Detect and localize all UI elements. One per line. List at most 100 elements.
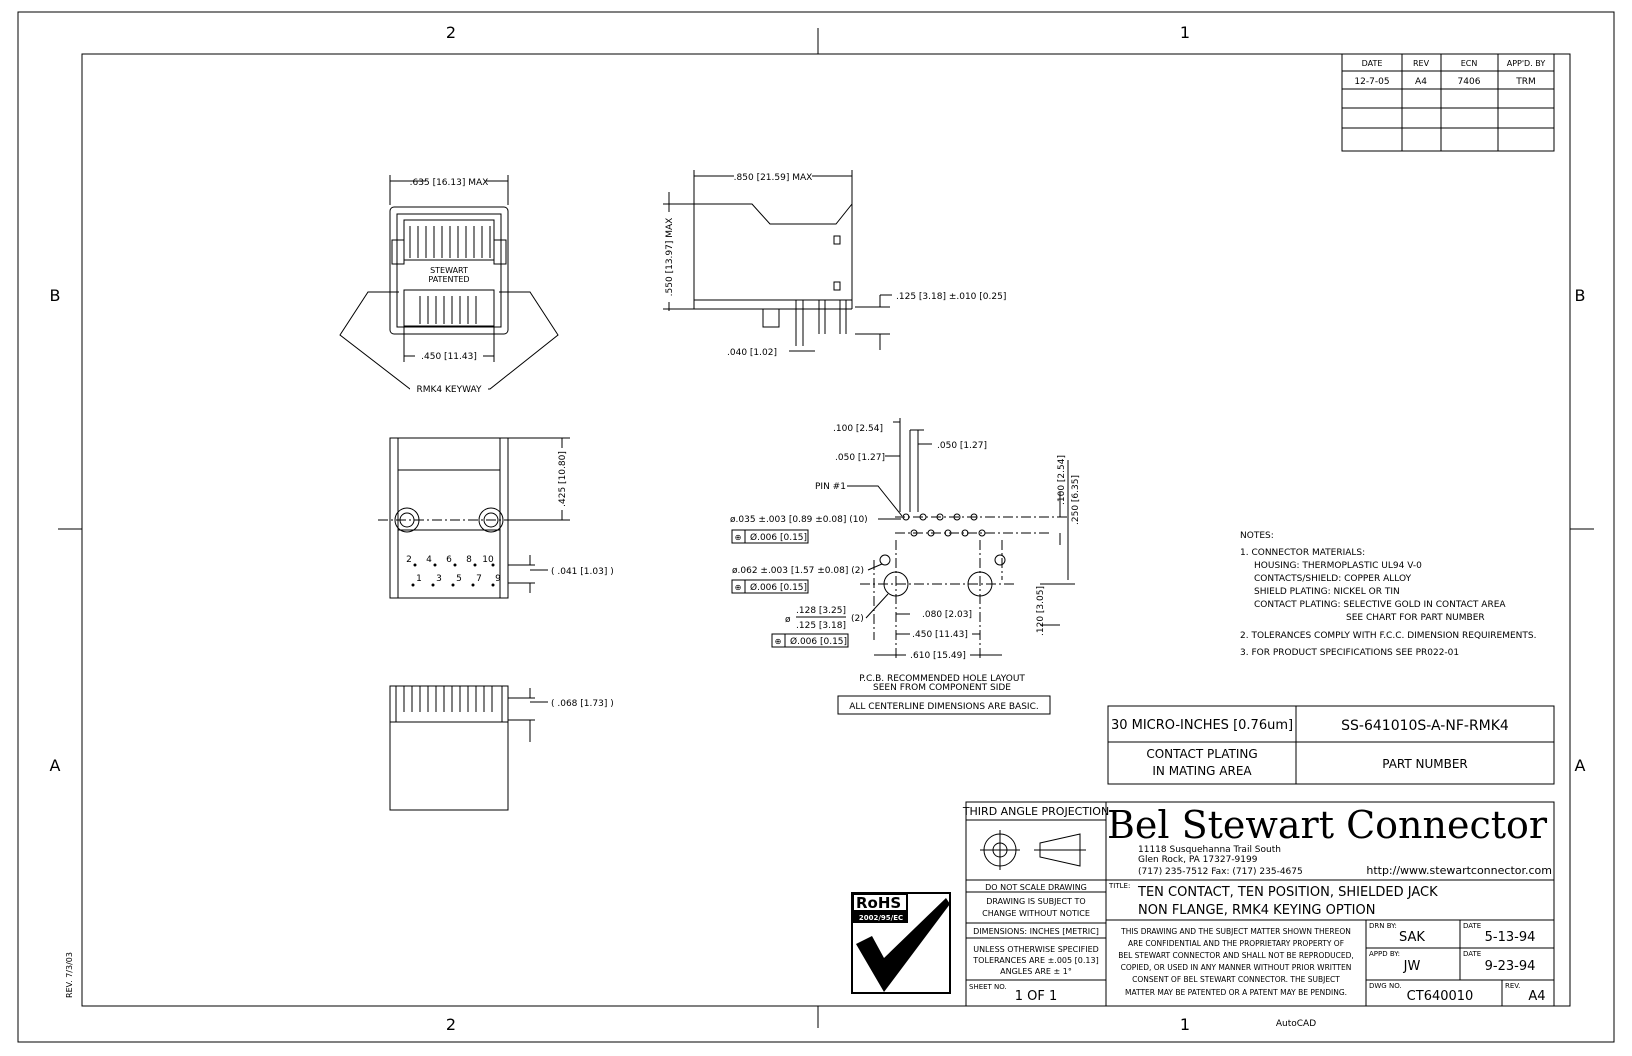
side-pin-length-dim: .125 [3.18] ±.010 [0.25] xyxy=(896,292,1006,302)
side-length-dim: .850 [21.59] MAX xyxy=(734,173,813,183)
confidential-line-4: COPIED, OR USED IN ANY MANNER WITHOUT PR… xyxy=(1121,963,1352,972)
plating-value: 30 MICRO-INCHES [0.76um] xyxy=(1111,718,1293,733)
pcb-peg-spec: ø.062 ±.003 [1.57 ±0.08] (2) xyxy=(732,566,864,576)
top-view: ( .068 [1.73] ) xyxy=(389,685,614,811)
pcb-boss-prefix: ø xyxy=(785,615,791,625)
pcb-row-spacing: .100 [2.54] xyxy=(1057,455,1067,505)
part-number-label: PART NUMBER xyxy=(1382,757,1468,771)
zone-label-left-b: B xyxy=(50,286,61,305)
company-website: http://www.stewartconnector.com xyxy=(1366,864,1552,877)
note-line-8: 3. FOR PRODUCT SPECIFICATIONS SEE PR022-… xyxy=(1240,648,1459,658)
company-phone: (717) 235-7512 Fax: (717) 235-4675 xyxy=(1138,867,1303,877)
checkmark-icon xyxy=(856,898,950,992)
pcb-tol-1: Ø.006 [0.15] xyxy=(750,532,807,543)
rev-cell-ecn: 7406 xyxy=(1458,77,1481,87)
side-view: .850 [21.59] MAX .550 [13.97] MAX .125 [… xyxy=(662,169,1006,358)
pcb-hole-layout: .100 [2.54] .050 [1.27] .050 [1.27] PIN … xyxy=(730,418,1081,715)
part-number-value: SS-641010S-A-NF-RMK4 xyxy=(1341,718,1509,734)
pcb-caption-1: P.C.B. RECOMMENDED HOLE LAYOUT xyxy=(859,674,1025,684)
company-address-2: Glen Rock, PA 17327-9199 xyxy=(1138,855,1258,865)
svg-text:⊕: ⊕ xyxy=(735,533,742,542)
note-line-5: CONTACT PLATING: SELECTIVE GOLD IN CONTA… xyxy=(1254,600,1506,610)
pcb-pitch-050-right: .050 [1.27] xyxy=(937,441,987,451)
zone-label-top-1: 1 xyxy=(1180,23,1190,42)
note-line-3: CONTACTS/SHIELD: COPPER ALLOY xyxy=(1254,574,1412,584)
confidential-line-5: CONSENT OF BEL STEWART CONNECTOR. THE SU… xyxy=(1132,975,1340,984)
pin-label-8: 8 xyxy=(466,555,472,565)
subject-change-1: DRAWING IS SUBJECT TO xyxy=(986,897,1085,906)
side-pin-offset-dim: .040 [1.02] xyxy=(727,348,777,358)
approved-date-value: 9-23-94 xyxy=(1485,959,1536,974)
zone-label-right-a: A xyxy=(1575,756,1586,775)
notes-heading: NOTES: xyxy=(1240,531,1274,541)
sheet-value: 1 OF 1 xyxy=(1015,989,1058,1004)
zone-label-left-a: A xyxy=(50,756,61,775)
pcb-dim-610: .610 [15.49] xyxy=(910,651,966,661)
zone-label-right-b: B xyxy=(1575,286,1586,305)
outer-border xyxy=(17,11,1615,1043)
projection-symbol-icon xyxy=(980,830,1086,870)
pcb-dim-080: .080 [2.03] xyxy=(922,610,972,620)
rev-label: REV. xyxy=(1505,982,1520,990)
pin1-label: PIN #1 xyxy=(815,482,846,492)
company-address-1: 11118 Susquehanna Trail South xyxy=(1138,845,1281,855)
rev-cell-rev: A4 xyxy=(1415,77,1427,87)
pin-label-6: 6 xyxy=(446,555,452,565)
rev-header-rev: REV xyxy=(1413,59,1430,68)
rev-header-approved: APP'D. BY xyxy=(1507,59,1546,68)
side-height-dim: .550 [13.97] MAX xyxy=(665,218,675,297)
front-marking-patented: PATENTED xyxy=(428,275,469,284)
note-line-1: 1. CONNECTOR MATERIALS: xyxy=(1240,548,1365,558)
dwg-value: CT640010 xyxy=(1407,989,1474,1004)
drawn-by-label: DRN BY: xyxy=(1369,922,1397,930)
note-line-4: SHIELD PLATING: NICKEL OR TIN xyxy=(1254,587,1400,597)
title-block: THIRD ANGLE PROJECTION Bel Stewart Conne… xyxy=(962,801,1555,1007)
pin-label-9: 9 xyxy=(495,574,501,584)
plating-label-2: IN MATING AREA xyxy=(1152,764,1252,778)
pcb-pitch-100: .100 [2.54] xyxy=(833,424,883,434)
approved-date-label: DATE xyxy=(1463,950,1481,958)
front-width-dim: .635 [16.13] MAX xyxy=(410,178,489,188)
dimensions-label: DIMENSIONS: INCHES [METRIC] xyxy=(973,927,1099,936)
drawn-by-value: SAK xyxy=(1399,930,1425,945)
inner-border xyxy=(81,53,1571,1007)
rohs-directive: 2002/95/EC xyxy=(859,914,903,922)
note-line-6: SEE CHART FOR PART NUMBER xyxy=(1346,613,1485,623)
svg-text:⊕: ⊕ xyxy=(735,583,742,592)
confidential-line-3: BEL STEWART CONNECTOR AND SHALL NOT BE R… xyxy=(1118,951,1354,960)
pcb-boss-min: .125 [3.18] xyxy=(796,621,846,631)
front-spacing-dim: .450 [11.43] xyxy=(421,352,477,362)
zone-label-bottom-1: 1 xyxy=(1180,1015,1190,1034)
company-name: Bel Stewart Connector xyxy=(1107,803,1548,847)
confidential-line-2: ARE CONFIDENTIAL AND THE PROPRIETARY PRO… xyxy=(1128,939,1344,948)
bottom-depth-dim: .425 [10.80] xyxy=(558,451,568,507)
rev-header-ecn: ECN xyxy=(1461,59,1478,68)
bottom-pin-offset-dim: ( .041 [1.03] ) xyxy=(551,567,614,577)
pcb-boss-qty: (2) xyxy=(851,614,864,624)
revision-table: DATE REV ECN APP'D. BY 12-7-05 A4 7406 T… xyxy=(1341,53,1555,152)
note-line-7: 2. TOLERANCES COMPLY WITH F.C.C. DIMENSI… xyxy=(1240,631,1537,641)
tolerance-2: TOLERANCES ARE ±.005 [0.13] xyxy=(972,956,1098,965)
plating-label-1: CONTACT PLATING xyxy=(1146,747,1257,761)
pin-label-1: 1 xyxy=(416,574,422,584)
keyway-label: RMK4 KEYWAY xyxy=(417,385,482,395)
approved-by-label: APPD BY: xyxy=(1369,950,1400,958)
drawn-date-label: DATE xyxy=(1463,922,1481,930)
confidential-line-6: MATTER MAY BE PATENTED OR A PATENT MAY B… xyxy=(1125,988,1347,997)
note-line-2: HOUSING: THERMOPLASTIC UL94 V-0 xyxy=(1254,561,1422,571)
title-line-1: TEN CONTACT, TEN POSITION, SHIELDED JACK xyxy=(1137,885,1438,900)
pcb-tol-2: Ø.006 [0.15] xyxy=(750,582,807,593)
title-label: TITLE: xyxy=(1108,882,1130,890)
pin-label-10: 10 xyxy=(482,555,494,565)
form-revision: REV. 7/3/03 xyxy=(65,952,74,998)
pcb-boss-max: .128 [3.25] xyxy=(796,606,846,616)
software-label: AutoCAD xyxy=(1276,1019,1316,1029)
svg-text:⊕: ⊕ xyxy=(775,637,782,646)
pcb-hole-spec: ø.035 ±.003 [0.89 ±0.08] (10) xyxy=(730,515,868,525)
pcb-tol-3: Ø.006 [0.15] xyxy=(790,636,847,647)
no-scale-label: DO NOT SCALE DRAWING xyxy=(985,883,1087,892)
pin-label-5: 5 xyxy=(456,574,462,584)
approved-by-value: JW xyxy=(1403,959,1421,974)
tolerance-1: UNLESS OTHERWISE SPECIFIED xyxy=(973,945,1099,954)
